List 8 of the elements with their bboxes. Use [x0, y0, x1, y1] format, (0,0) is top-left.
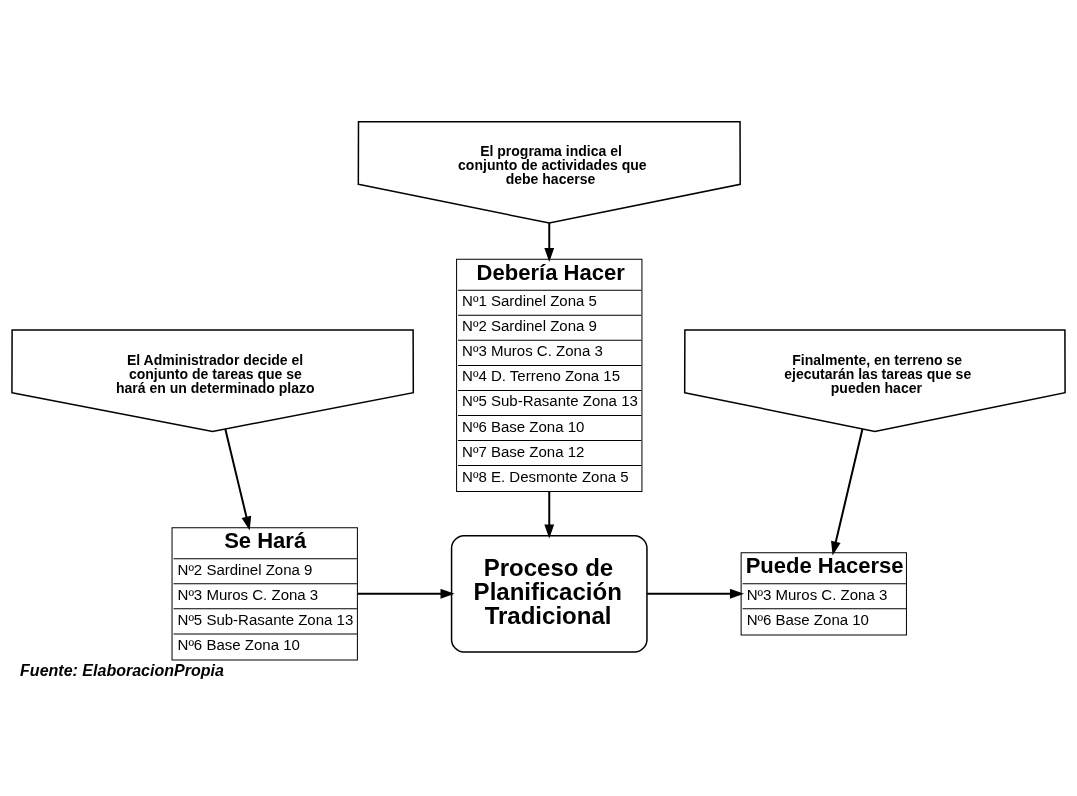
- arrow: [544, 490, 555, 538]
- caption: Fuente: ElaboracionPropia: [20, 660, 224, 679]
- arrow: [646, 588, 744, 599]
- arrow: [224, 427, 252, 530]
- arrow: [831, 427, 864, 555]
- node-box: Proceso de Planificación Tradicional: [450, 534, 648, 653]
- arrow: [356, 588, 455, 599]
- arrow: [544, 221, 555, 262]
